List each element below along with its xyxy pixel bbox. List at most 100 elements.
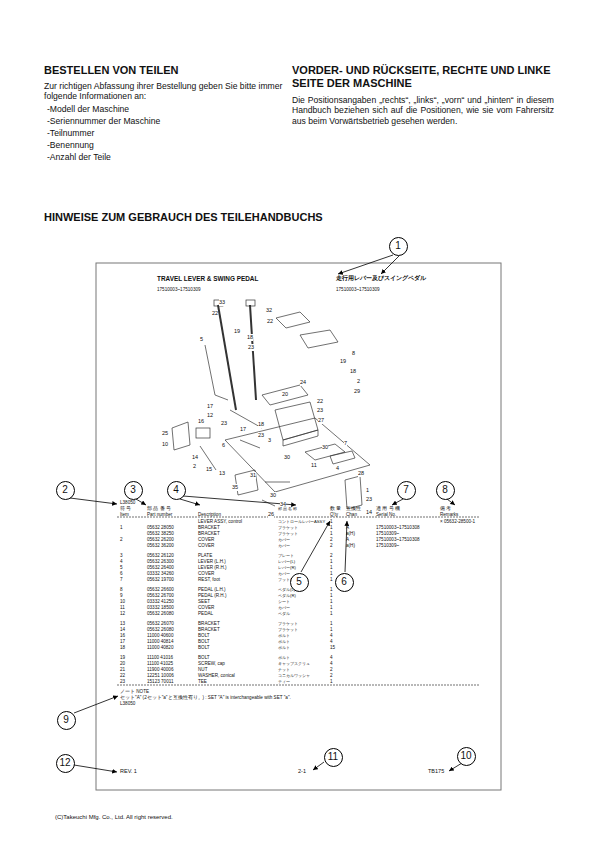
callout-number: 23 [366, 496, 372, 503]
table-cell: L38050 [120, 701, 135, 707]
table-cell: 05632 26600 [147, 587, 174, 593]
table-cell: ブラケット [278, 627, 298, 632]
callout-circle: 6 [335, 573, 354, 592]
table-cell: ナット [278, 667, 290, 672]
table-cell: 6 [120, 571, 123, 577]
callout-number: 14 [366, 509, 372, 516]
table-cell: 2 [120, 537, 123, 543]
table-cell: 備 考 [440, 506, 451, 512]
callout-number: 1 [366, 487, 369, 494]
callout-number: 30 [322, 444, 328, 451]
table-cell: 23 [120, 679, 125, 685]
table-cell: 適 用 号 機 [376, 506, 400, 512]
callout-label: 2 [62, 485, 68, 495]
table-cell: 2 [330, 537, 333, 543]
table-cell: Remarks [440, 512, 458, 518]
table-cell: 15 [330, 645, 335, 651]
callout-number: 4 [336, 465, 339, 472]
table-cell: ブラケット [278, 531, 298, 536]
table-cell: 1 [330, 605, 333, 611]
table-cell: 17510003~17510308 [376, 525, 420, 531]
table-cell: 13 [120, 621, 125, 627]
table-cell: 4 [330, 633, 333, 639]
table-cell: 03332 41250 [147, 599, 174, 605]
list-item: -Benennung [47, 140, 94, 150]
callout-number: 25 [162, 430, 168, 437]
table-cell: カバー [278, 543, 290, 548]
table-cell: BOLT [198, 655, 210, 661]
callout-circle: 11 [324, 748, 343, 767]
table-cell: ボルト [278, 655, 290, 660]
table-cell: 1 [330, 565, 333, 571]
callout-number: 2 [193, 463, 196, 470]
table-cell: 05632 28050 [147, 525, 174, 531]
callout-number: 14 [192, 454, 198, 461]
table-cell: TEE [198, 679, 207, 685]
callout-circle: 9 [57, 711, 76, 730]
callout-number: 15 [206, 466, 212, 473]
table-cell: 05632 26400 [147, 565, 174, 571]
catalog-title: 走行用レバー及びスイングペダル [336, 274, 426, 282]
table-cell: 05632 19700 [147, 577, 174, 583]
callout-number: 30 [284, 454, 290, 461]
table-cell: 22 [120, 673, 125, 679]
callout-number: 18 [258, 421, 264, 428]
callout-number: 6 [222, 442, 225, 449]
catalog-title: TRAVEL LEVER & SWING PEDAL [157, 275, 258, 283]
body-text: Die Positionsangaben „rechts“, „links“, … [292, 95, 554, 126]
table-cell: PEDAL (L.H.) [198, 587, 226, 593]
table-cell: 14 [120, 627, 125, 633]
table-cell: ボルト [278, 633, 290, 638]
table-cell: BRACKET [198, 525, 220, 531]
table-cell: カバー [278, 605, 290, 610]
section-heading: HINWEISE ZUM GEBRAUCH DES TEILEHANDBUCHS [44, 211, 323, 224]
callout-label: 10 [460, 751, 471, 761]
table-cell: 1 [330, 599, 333, 605]
table-cell: Part number [147, 512, 172, 518]
callout-label: 4 [173, 485, 179, 495]
table-cell: 11100 41016 [147, 655, 173, 661]
table-cell: BRACKET [198, 531, 220, 537]
table-cell: LEVER ASSY, control [198, 519, 242, 525]
table-cell: 11 [120, 605, 125, 611]
table-cell: 1 [330, 587, 333, 593]
table-cell: 1 [330, 593, 333, 599]
table-cell: 1 [330, 611, 333, 617]
callout-number: 24 [300, 379, 306, 386]
table-cell: 4 [120, 559, 123, 565]
table-cell: 1 [330, 525, 333, 531]
table-cell: REST, foot [198, 577, 220, 583]
table-cell: 16 [120, 633, 125, 639]
table-cell: 05632 26300 [147, 559, 174, 565]
callout-number: 18 [247, 334, 253, 341]
table-cell: COVER [198, 571, 214, 577]
table-cell: SEET [198, 599, 210, 605]
callout-number: 26 [268, 511, 274, 518]
table-cell: レバー(R) [278, 565, 296, 570]
callout-number: 31 [250, 472, 256, 479]
table-cell: 2 [330, 673, 333, 679]
callout-label: 12 [59, 758, 70, 768]
table-cell: 1 [330, 559, 333, 565]
callout-number: 22 [317, 398, 323, 405]
table-cell: PEDAL (R.H.) [198, 593, 226, 599]
table-cell: BRACKET [198, 627, 220, 633]
table-cell: 1 [120, 525, 123, 531]
table-cell: ボルト [278, 645, 290, 650]
callout-number: 30 [270, 492, 276, 499]
callout-number: 29 [354, 388, 360, 395]
table-cell: 5 [120, 565, 123, 571]
table-cell: 4 [330, 655, 333, 661]
callout-number: 23 [258, 432, 264, 439]
list-item: -Teilnummer [47, 128, 94, 138]
list-item: -Anzahl der Teile [47, 152, 111, 162]
callout-circle: 12 [56, 754, 75, 773]
table-cell: レバー(L) [278, 559, 295, 564]
table-cell: COVER [198, 537, 214, 543]
table-cell: 部 品 名 称 [278, 506, 298, 511]
table-cell: A [346, 537, 349, 543]
table-cell: 05632 36200 [147, 543, 174, 549]
table-cell: 11000 40600 [147, 633, 173, 639]
table-cell: ボルト [278, 639, 290, 644]
table-cell: プレート [278, 553, 294, 558]
